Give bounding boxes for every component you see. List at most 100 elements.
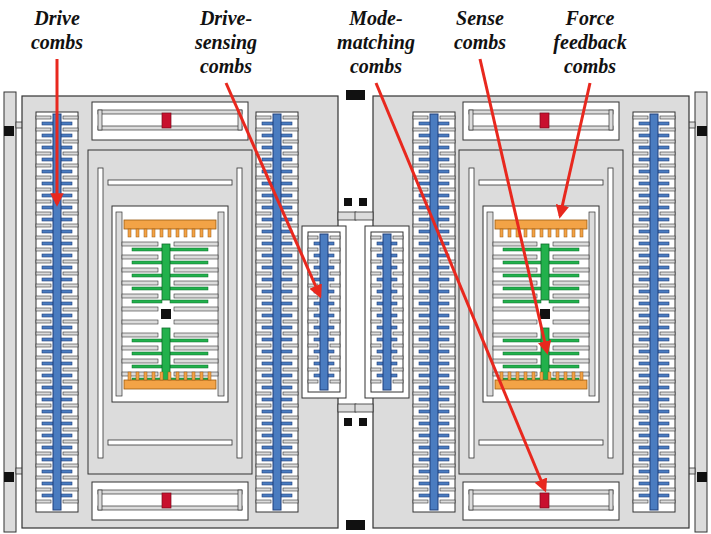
sense-finger <box>493 242 537 246</box>
force-feedback-finger <box>168 372 171 380</box>
comb-finger <box>63 344 78 347</box>
comb-finger <box>413 488 428 491</box>
comb-finger <box>660 440 675 443</box>
comb-finger <box>660 452 675 455</box>
sense-electrode-finger <box>170 352 208 355</box>
comb-finger <box>63 284 78 287</box>
comb-finger <box>633 464 648 467</box>
comb-finger <box>36 308 51 311</box>
mass-rail <box>116 212 122 396</box>
sense-electrode-finger <box>170 365 208 368</box>
comb-finger <box>371 320 381 323</box>
sense-electrode-finger <box>503 261 541 264</box>
sense-finger <box>553 307 589 311</box>
comb-finger <box>256 368 271 371</box>
comb-finger <box>256 320 271 323</box>
comb-anchor-bar <box>273 114 281 510</box>
comb-finger <box>283 176 298 179</box>
comb-finger <box>36 200 51 203</box>
force-feedback-finger <box>200 229 203 237</box>
comb-finger <box>660 320 675 323</box>
force-feedback-finger <box>548 229 551 237</box>
sense-electrode-finger <box>549 352 579 355</box>
comb-finger <box>283 416 298 419</box>
force-feedback-comb <box>124 220 216 229</box>
comb-finger <box>633 164 648 167</box>
comb-finger <box>36 488 51 491</box>
coupling-beam <box>338 404 356 412</box>
comb-finger <box>283 404 298 407</box>
comb-finger <box>63 308 78 311</box>
force-feedback-finger <box>192 372 195 380</box>
comb-finger <box>283 440 298 443</box>
comb-finger <box>36 296 51 299</box>
sense-electrode-finger <box>132 300 162 303</box>
comb-finger <box>308 236 318 239</box>
comb-finger <box>283 380 298 383</box>
anchor <box>697 472 707 482</box>
comb-finger <box>283 452 298 455</box>
force-feedback-finger <box>128 372 131 380</box>
sense-finger <box>122 255 158 259</box>
comb-finger <box>660 416 675 419</box>
force-feedback-finger <box>128 229 131 237</box>
comb-finger <box>413 152 428 155</box>
comb-finger <box>393 260 403 263</box>
comb-finger <box>440 212 455 215</box>
comb-finger <box>330 368 340 371</box>
comb-finger <box>256 128 271 131</box>
comb-finger <box>256 212 271 215</box>
comb-finger <box>440 176 455 179</box>
comb-finger <box>283 128 298 131</box>
comb-finger <box>63 452 78 455</box>
comb-finger <box>633 476 648 479</box>
sense-electrode-finger <box>132 248 162 251</box>
comb-finger <box>63 464 78 467</box>
comb-finger <box>371 356 381 359</box>
comb-finger <box>256 332 271 335</box>
comb-finger <box>283 296 298 299</box>
force-feedback-finger <box>540 372 543 380</box>
comb-finger <box>283 116 298 119</box>
comb-finger <box>440 404 455 407</box>
comb-finger <box>63 416 78 419</box>
sense-electrode-finger <box>170 287 208 290</box>
comb-finger <box>633 128 648 131</box>
comb-finger <box>36 320 51 323</box>
comb-finger <box>63 332 78 335</box>
sense-finger <box>122 242 158 246</box>
comb-finger <box>440 392 455 395</box>
sense-electrode-finger <box>132 261 162 264</box>
flexure-slot <box>479 180 603 185</box>
comb-finger <box>330 284 340 287</box>
comb-finger <box>36 500 51 503</box>
comb-finger <box>63 248 78 251</box>
leader-lines <box>57 59 590 490</box>
comb-finger <box>330 308 340 311</box>
spring-beam <box>469 490 473 510</box>
mode-matching-comb <box>162 493 171 508</box>
sense-finger <box>493 333 537 337</box>
sense-electrode-finger <box>549 300 579 303</box>
sense-finger <box>174 281 218 285</box>
flexure-slot <box>108 180 232 185</box>
comb-finger <box>440 428 455 431</box>
comb-finger <box>633 392 648 395</box>
comb-finger <box>256 224 271 227</box>
comb-finger <box>36 404 51 407</box>
comb-finger <box>256 200 271 203</box>
comb-finger <box>371 284 381 287</box>
comb-anchor-bar <box>650 114 658 510</box>
comb-finger <box>308 320 318 323</box>
gimbal-frame <box>459 150 623 474</box>
comb-finger <box>633 404 648 407</box>
sense-electrode-finger <box>132 274 162 277</box>
force-feedback-finger <box>200 372 203 380</box>
callout-label: Mode-matching combs <box>326 6 426 78</box>
mode-matching-comb <box>162 113 171 128</box>
coupling-beam <box>355 212 373 220</box>
force-feedback-finger <box>208 372 211 380</box>
comb-finger <box>256 476 271 479</box>
anchor <box>346 520 356 530</box>
